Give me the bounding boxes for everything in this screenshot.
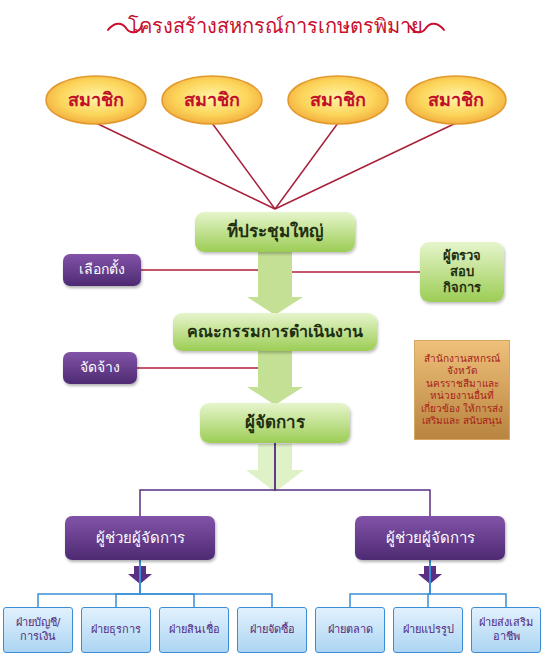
- department-box: ฝ่ายจัดซื้อ: [237, 607, 307, 653]
- note-box: สำนักงานสหกรณ์ จังหวัดนครราชสีมาและ หน่ว…: [414, 340, 510, 440]
- department-box: ฝ่ายส่งเสริม อาชีพ: [471, 607, 541, 653]
- process-box: ที่ประชุมใหญ่: [195, 212, 355, 252]
- node-text: ฝ่ายแปรรูป: [403, 623, 454, 637]
- diagram-title: โครงสร้างสหกรณ์การเกษตรพิมาย: [0, 10, 551, 42]
- connector-line: [140, 443, 275, 516]
- department-box: ฝ่ายตลาด: [315, 607, 385, 653]
- ellipse-outline: [162, 76, 262, 124]
- node-text: ฝ่ายจัดซื้อ: [250, 623, 295, 637]
- node-text: ฝ่ายบัญชี/ การเงิน: [7, 616, 69, 644]
- department-box: ฝ่ายธุรการ: [81, 607, 151, 653]
- action-box: เลือกตั้ง: [63, 254, 141, 286]
- node-text: ผู้ตรวจสอบ กิจการ: [432, 248, 492, 297]
- node-text: สมาชิก: [428, 89, 484, 112]
- connector-line: [140, 560, 272, 607]
- node-text: สมาชิก: [68, 89, 124, 112]
- connector-line: [137, 368, 275, 405]
- node-text: ผู้จัดการ: [245, 412, 305, 433]
- connector-line: [116, 560, 140, 607]
- node-text: จัดจ้าง: [80, 359, 120, 377]
- ellipse-outline: [288, 76, 388, 124]
- node-text: สมาชิก: [184, 89, 240, 112]
- member-ellipse: สมาชิก: [161, 75, 263, 125]
- node-text: คณะกรรมการดำเนินงาน: [187, 322, 363, 342]
- flow-arrow: [247, 349, 303, 405]
- connector-line: [275, 443, 430, 516]
- connector-line: [96, 123, 275, 209]
- ellipse-outline: [406, 76, 506, 124]
- connector-line: [38, 560, 140, 607]
- node-text: ฝ่ายส่งเสริม อาชีพ: [475, 616, 537, 644]
- flow-arrow: [247, 250, 303, 315]
- member-ellipse: สมาชิก: [287, 75, 389, 125]
- department-box: ฝ่ายสินเชื่อ: [159, 607, 229, 653]
- ellipse-outline: [46, 76, 146, 124]
- connector-line: [430, 560, 506, 607]
- node-text: ผู้ช่วยผู้จัดการ: [386, 529, 475, 548]
- node-text: ฝ่ายธุรการ: [91, 623, 141, 637]
- node-text: สำนักงานสหกรณ์ จังหวัดนครราชสีมาและ หน่ว…: [420, 353, 504, 428]
- connector-line: [212, 123, 275, 209]
- department-box: ฝ่ายบัญชี/ การเงิน: [3, 607, 73, 653]
- connector-line: [275, 123, 338, 209]
- department-box: ฝ่ายแปรรูป: [393, 607, 463, 653]
- member-ellipse: สมาชิก: [405, 75, 507, 125]
- node-text: ผู้ช่วยผู้จัดการ: [96, 529, 185, 548]
- connector-line: [275, 123, 456, 209]
- connector-line: [141, 270, 275, 315]
- connector-line: [350, 560, 430, 607]
- process-box: ผู้ตรวจสอบ กิจการ: [420, 242, 504, 303]
- member-ellipse: สมาชิก: [45, 75, 147, 125]
- node-text: ฝ่ายสินเชื่อ: [169, 623, 220, 637]
- process-box: ผู้จัดการ: [200, 403, 350, 443]
- node-text: ที่ประชุมใหญ่: [227, 221, 323, 242]
- node-text: สมาชิก: [310, 89, 366, 112]
- node-text: ฝ่ายตลาด: [328, 623, 373, 637]
- connector-line: [275, 272, 420, 315]
- assistant-box: ผู้ช่วยผู้จัดการ: [355, 516, 505, 560]
- node-text: เลือกตั้ง: [79, 261, 125, 279]
- process-box: คณะกรรมการดำเนินงาน: [173, 313, 377, 351]
- assistant-box: ผู้ช่วยผู้จัดการ: [65, 516, 215, 560]
- connector-line: [140, 560, 194, 607]
- action-box: จัดจ้าง: [63, 352, 137, 384]
